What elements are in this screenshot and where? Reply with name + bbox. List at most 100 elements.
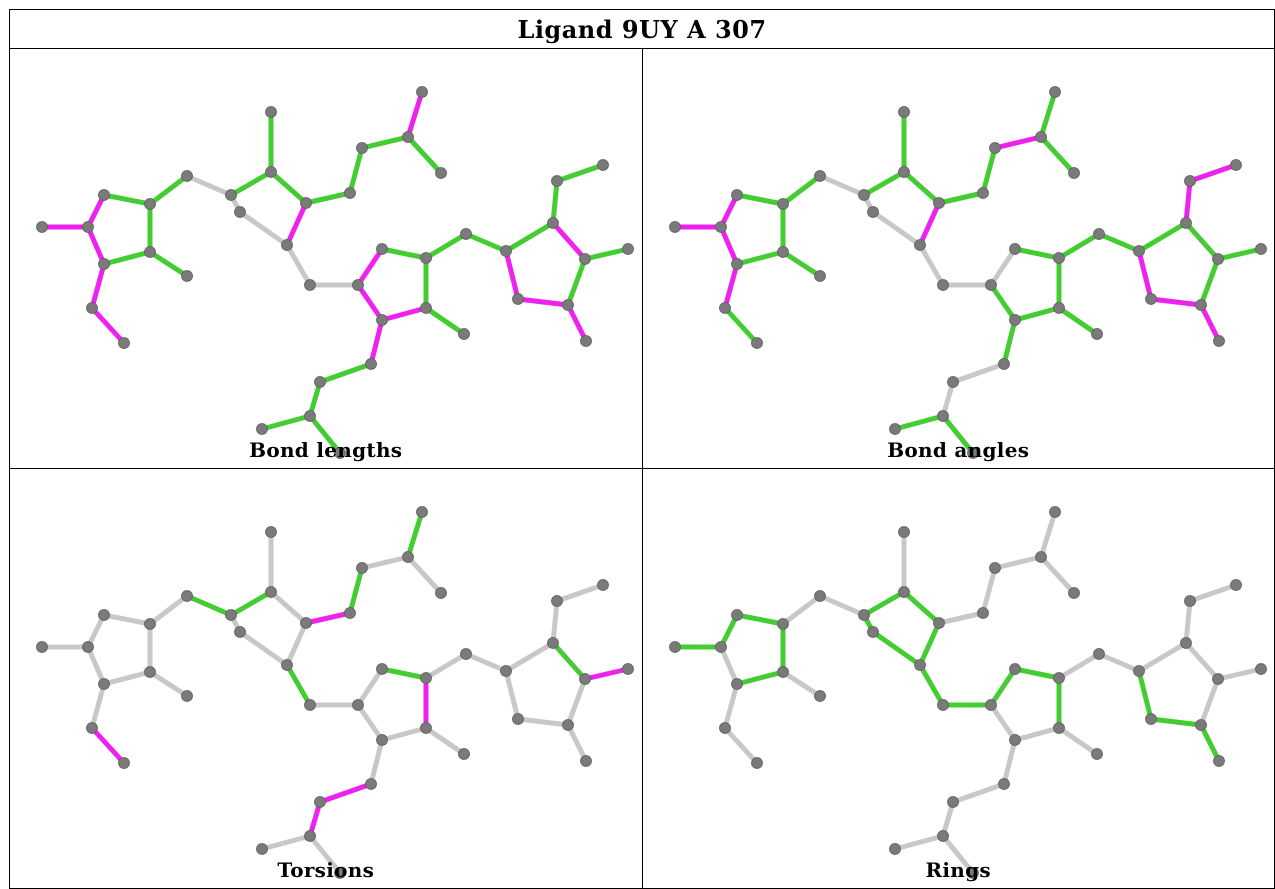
panel-bond-lengths: Bond lengths bbox=[9, 48, 643, 469]
atom bbox=[1211, 673, 1224, 685]
atom bbox=[668, 641, 681, 653]
bond bbox=[1096, 231, 1141, 254]
bond bbox=[582, 246, 631, 262]
bond bbox=[817, 173, 866, 198]
atom bbox=[281, 239, 293, 251]
atom bbox=[776, 198, 789, 210]
atom bbox=[913, 239, 926, 251]
atom bbox=[897, 166, 910, 178]
atom bbox=[936, 830, 949, 842]
bond bbox=[317, 781, 374, 805]
bond bbox=[1056, 725, 1099, 757]
bond bbox=[147, 669, 190, 699]
atom bbox=[718, 302, 731, 314]
bond bbox=[870, 629, 922, 668]
bond bbox=[1136, 668, 1153, 722]
bond bbox=[303, 190, 353, 206]
bond bbox=[259, 413, 313, 432]
bond bbox=[1187, 582, 1238, 604]
atom bbox=[562, 719, 574, 731]
atom bbox=[144, 666, 156, 678]
bond bbox=[892, 413, 945, 432]
atom bbox=[256, 843, 268, 855]
atom bbox=[402, 551, 414, 563]
atom bbox=[1183, 175, 1196, 187]
atom bbox=[82, 641, 94, 653]
bond bbox=[1012, 725, 1061, 743]
atom bbox=[1254, 243, 1267, 255]
bond bbox=[1198, 676, 1220, 728]
atom bbox=[776, 618, 789, 630]
bond bbox=[940, 379, 955, 419]
atom bbox=[597, 579, 609, 591]
atom bbox=[144, 618, 156, 630]
atom bbox=[500, 245, 512, 257]
bond bbox=[565, 676, 588, 728]
atom bbox=[1229, 579, 1242, 591]
panel-caption: Bond angles bbox=[887, 438, 1030, 462]
bond bbox=[405, 554, 444, 596]
atom bbox=[352, 699, 364, 711]
bond bbox=[355, 282, 385, 323]
atom bbox=[984, 279, 997, 291]
bond bbox=[718, 644, 739, 687]
bond bbox=[718, 192, 739, 230]
bond bbox=[722, 681, 739, 731]
bond bbox=[1215, 666, 1263, 682]
atom bbox=[1194, 719, 1207, 731]
bond bbox=[1136, 248, 1153, 302]
bond bbox=[917, 242, 945, 288]
bond bbox=[228, 589, 274, 618]
bond bbox=[1183, 598, 1192, 646]
atom bbox=[334, 447, 346, 459]
atom bbox=[597, 159, 609, 171]
bond bbox=[1198, 722, 1221, 764]
bond bbox=[1012, 305, 1061, 323]
atom bbox=[234, 206, 246, 218]
bond bbox=[368, 317, 385, 367]
atom bbox=[1211, 253, 1224, 265]
bond bbox=[237, 209, 290, 248]
bond bbox=[379, 305, 429, 323]
atom bbox=[897, 526, 910, 538]
atom bbox=[622, 663, 634, 675]
bond bbox=[1215, 246, 1263, 262]
bond bbox=[722, 725, 759, 766]
atom bbox=[352, 279, 364, 291]
bond bbox=[284, 242, 313, 288]
molecule-bond-angles bbox=[668, 86, 1267, 459]
page-title: Ligand 9UY A 307 bbox=[9, 9, 1275, 49]
atom bbox=[304, 279, 316, 291]
atom bbox=[98, 678, 110, 690]
atom bbox=[932, 617, 945, 629]
bond bbox=[1198, 256, 1220, 308]
atom bbox=[118, 337, 130, 349]
bond bbox=[565, 256, 588, 308]
atom bbox=[435, 587, 447, 599]
atom bbox=[718, 722, 731, 734]
bond bbox=[565, 302, 589, 344]
atom bbox=[897, 106, 910, 118]
bond bbox=[1038, 89, 1057, 140]
bond bbox=[940, 799, 955, 839]
bond bbox=[917, 620, 941, 668]
bond bbox=[550, 598, 560, 646]
atom bbox=[1229, 159, 1242, 171]
atom bbox=[1052, 302, 1065, 314]
atom bbox=[281, 659, 293, 671]
atom bbox=[181, 690, 193, 702]
atom bbox=[813, 270, 826, 282]
atom bbox=[1008, 243, 1021, 255]
bond bbox=[861, 589, 906, 618]
atom bbox=[234, 626, 246, 638]
bond bbox=[1012, 666, 1061, 681]
atom bbox=[1034, 551, 1047, 563]
atom bbox=[1092, 228, 1105, 240]
bond bbox=[89, 305, 127, 346]
bond bbox=[1148, 716, 1203, 728]
atom-layer bbox=[668, 86, 1267, 459]
atom bbox=[562, 299, 574, 311]
bond bbox=[85, 192, 107, 230]
atom bbox=[420, 302, 432, 314]
bond bbox=[379, 666, 429, 681]
